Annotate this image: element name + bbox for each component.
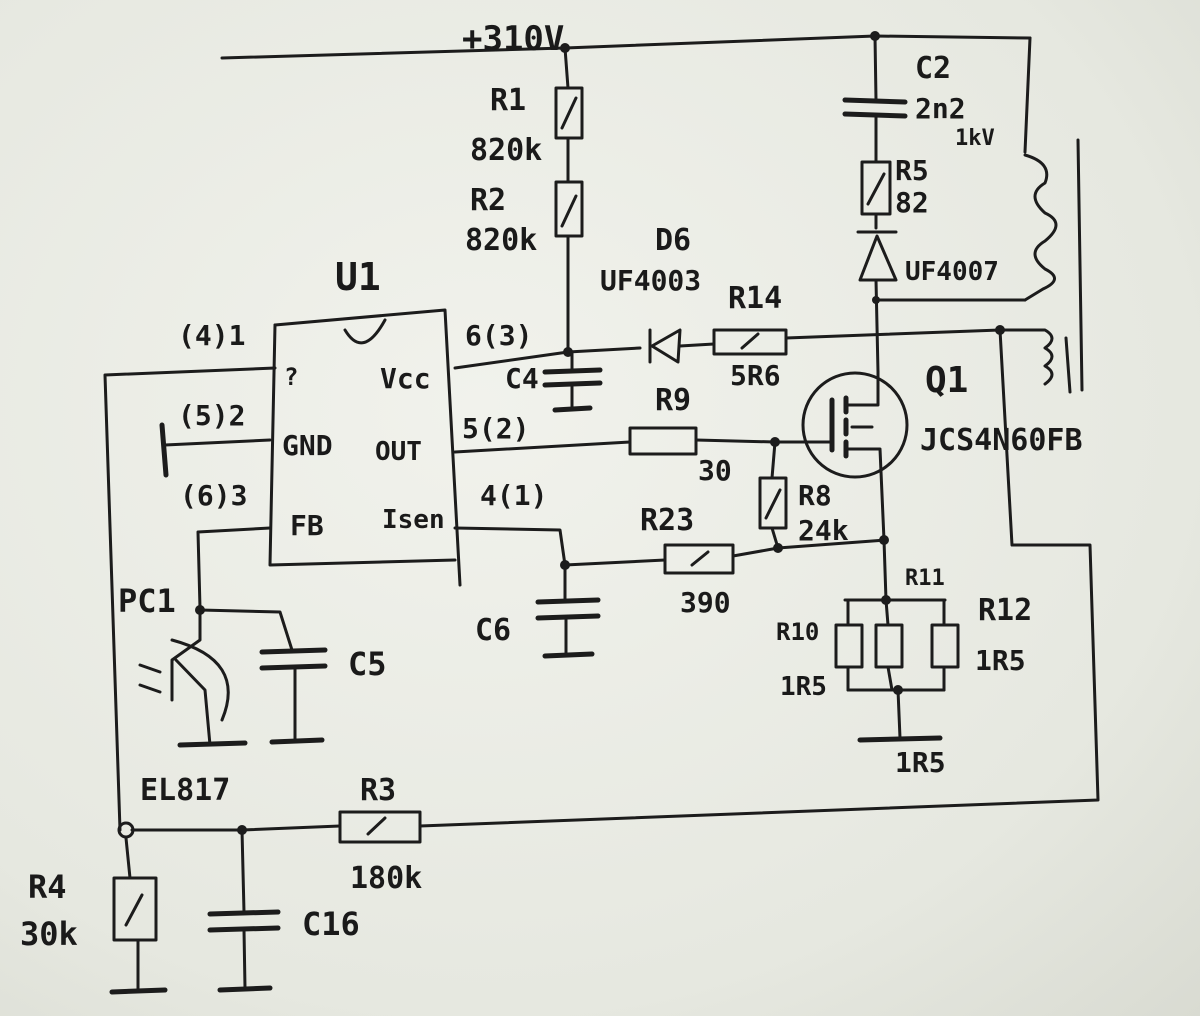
pin1-wire <box>103 366 277 832</box>
u1-pin-out: OUT <box>375 437 422 467</box>
r2-ref: R2 <box>470 183 506 218</box>
isen-wire <box>453 526 567 567</box>
r1-value: 820k <box>470 133 542 168</box>
r8-ref: R8 <box>798 479 832 512</box>
r14-ref: R14 <box>728 281 782 316</box>
out-wire <box>453 440 632 454</box>
feedback-network <box>117 821 342 839</box>
u1-pin-q: ? <box>284 363 298 391</box>
r23-value: 390 <box>680 586 731 619</box>
r5-value: 82 <box>895 186 929 219</box>
r1-ref: R1 <box>490 83 526 118</box>
r8-value: 24k <box>798 514 849 547</box>
supply-label: +310V <box>462 19 564 59</box>
resistor-r9 <box>628 426 814 456</box>
resistor-r4 <box>109 836 168 995</box>
c4-ref: C4 <box>505 362 539 395</box>
u1-ref: U1 <box>335 255 381 299</box>
u1-pin-gnd: GND <box>282 429 333 462</box>
u1-pin-isen: Isen <box>382 505 445 535</box>
pin2-ground <box>159 422 272 478</box>
capacitor-c16 <box>207 828 281 993</box>
r3-ref: R3 <box>360 773 396 808</box>
u1-pin5-label: 5(2) <box>462 412 529 445</box>
vcc-wire <box>453 346 642 370</box>
c5-ref: C5 <box>348 645 387 683</box>
c6-ref: C6 <box>475 613 511 648</box>
transformer-aux <box>418 325 1100 828</box>
u1-pin3-label: (6)3 <box>180 479 247 512</box>
r-bottom-value: 1R5 <box>895 746 946 779</box>
snubber-diode <box>856 230 898 374</box>
q1-value: JCS4N60FB <box>920 423 1083 458</box>
transformer-primary <box>874 36 1084 392</box>
optocoupler-pc1 <box>138 605 294 748</box>
r11-ref: R11 <box>905 566 945 591</box>
u1-pin2-label: (5)2 <box>178 399 245 432</box>
u1-pin4-label: 4(1) <box>480 479 547 512</box>
resistor-r14 <box>712 328 1002 356</box>
r10-value: 1R5 <box>780 672 827 702</box>
r12-value: 1R5 <box>975 644 1026 677</box>
r9-value: 30 <box>698 454 732 487</box>
supply-rail <box>220 31 1032 60</box>
source-resistors <box>834 538 960 743</box>
capacitor-c5 <box>259 647 328 745</box>
pc1-value: EL817 <box>140 773 230 808</box>
u1-pin-fb: FB <box>290 509 324 542</box>
r3-value: 180k <box>350 861 422 896</box>
capacitor-c6 <box>535 563 601 659</box>
pin3-wire <box>196 526 272 610</box>
r4-ref: R4 <box>28 868 67 906</box>
resistor-r2 <box>554 180 584 357</box>
diode-d6 <box>648 328 716 364</box>
q1-ref: Q1 <box>925 360 968 401</box>
resistor-r5 <box>860 160 892 230</box>
r2-value: 820k <box>465 223 537 258</box>
controller-u1 <box>268 308 462 587</box>
r9-ref: R9 <box>655 383 691 418</box>
capacitor-c4 <box>542 350 603 413</box>
resistor-r3 <box>338 810 422 844</box>
r12-ref: R12 <box>978 593 1032 628</box>
u1-pin-vcc: Vcc <box>380 362 431 395</box>
resistor-r23 <box>563 543 780 575</box>
r14-value: 5R6 <box>730 359 781 392</box>
r4-value: 30k <box>20 915 78 953</box>
snubber-diode-value: UF4007 <box>905 257 999 287</box>
r10-ref: R10 <box>776 618 819 646</box>
r23-ref: R23 <box>640 503 694 538</box>
c2-ref: C2 <box>915 51 951 86</box>
c2-rating: 1kV <box>955 126 995 151</box>
u1-pin1-label: (4)1 <box>178 319 245 352</box>
resistor-r1 <box>554 46 584 184</box>
u1-pin6-label: 6(3) <box>465 319 532 352</box>
c16-ref: C16 <box>302 905 360 943</box>
d6-value: UF4003 <box>600 264 701 297</box>
c2-value: 2n2 <box>915 92 966 125</box>
d6-ref: D6 <box>655 223 691 258</box>
pc1-ref: PC1 <box>118 582 176 620</box>
capacitor-c2 <box>842 34 908 164</box>
r5-ref: R5 <box>895 154 929 187</box>
